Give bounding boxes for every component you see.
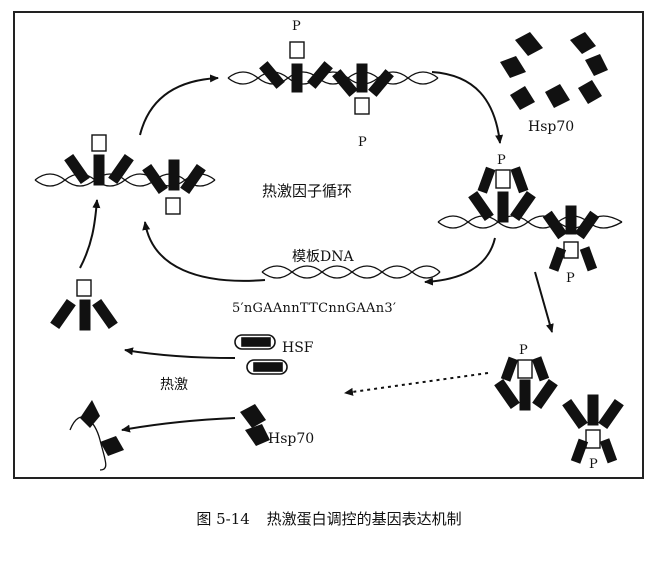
phosphate-label: P: [566, 271, 575, 286]
arrow-to-heatshock: [124, 347, 236, 359]
heat-shock-label: 热激: [160, 377, 188, 393]
arrow-top-left: [139, 74, 219, 136]
caption-figure-number: 图 5-14: [196, 510, 250, 528]
arrow-bottom-right: [424, 237, 496, 286]
dna-helices: [34, 71, 623, 471]
arrow-to-hsp70-bound: [121, 417, 236, 433]
caption-title: 热激蛋白调控的基因表达机制: [266, 510, 462, 528]
hsf-trimer-right-bound: [468, 166, 536, 223]
arrow-right-down: [534, 271, 554, 333]
hsf-monomers: [234, 334, 288, 375]
hsf-trimer-top-center: [259, 41, 333, 93]
hsp70-label-bottom: Hsp70: [268, 431, 315, 447]
hsf-trimer-released-1: [494, 356, 558, 411]
cycle-label: 热激因子循环: [262, 182, 353, 200]
diagram-frame: [13, 11, 644, 479]
sequence-label: 5′nGAAnnTTCnnGAAn3′: [232, 301, 397, 316]
hsf-trimer-right-lower: [542, 205, 600, 272]
dna-top: [227, 71, 439, 85]
phosphate-label: P: [497, 153, 506, 168]
phosphate-label: P: [519, 343, 528, 358]
dna-bound-strand: [69, 416, 107, 471]
template-dna-label: 模板DNA: [292, 249, 354, 265]
hsp70-free: [240, 404, 270, 446]
phosphate-label: P: [358, 135, 367, 150]
hsp70-bound: [80, 400, 124, 456]
hsf-label: HSF: [282, 340, 314, 356]
hsp70-label-top: Hsp70: [528, 119, 575, 135]
arrow-left-up: [79, 199, 101, 269]
hsf-trimer-top-right: [332, 63, 394, 115]
hsf-trimer-released-2: [562, 394, 624, 464]
arrow-dashed: [344, 372, 489, 396]
arrow-bottom-left: [142, 221, 266, 282]
cycle-arrows: [79, 71, 554, 433]
hsp70-cluster: [500, 32, 608, 110]
hsf-trimer-left-lower: [142, 159, 206, 215]
phosphate-label: P: [292, 19, 301, 34]
figure-caption: 图 5-14 热激蛋白调控的基因表达机制: [0, 512, 658, 527]
hsf-trimer-free: [50, 279, 118, 331]
arrow-top-right: [431, 71, 504, 144]
hsf-trimer-left: [64, 134, 134, 186]
phosphate-label: P: [589, 457, 598, 472]
